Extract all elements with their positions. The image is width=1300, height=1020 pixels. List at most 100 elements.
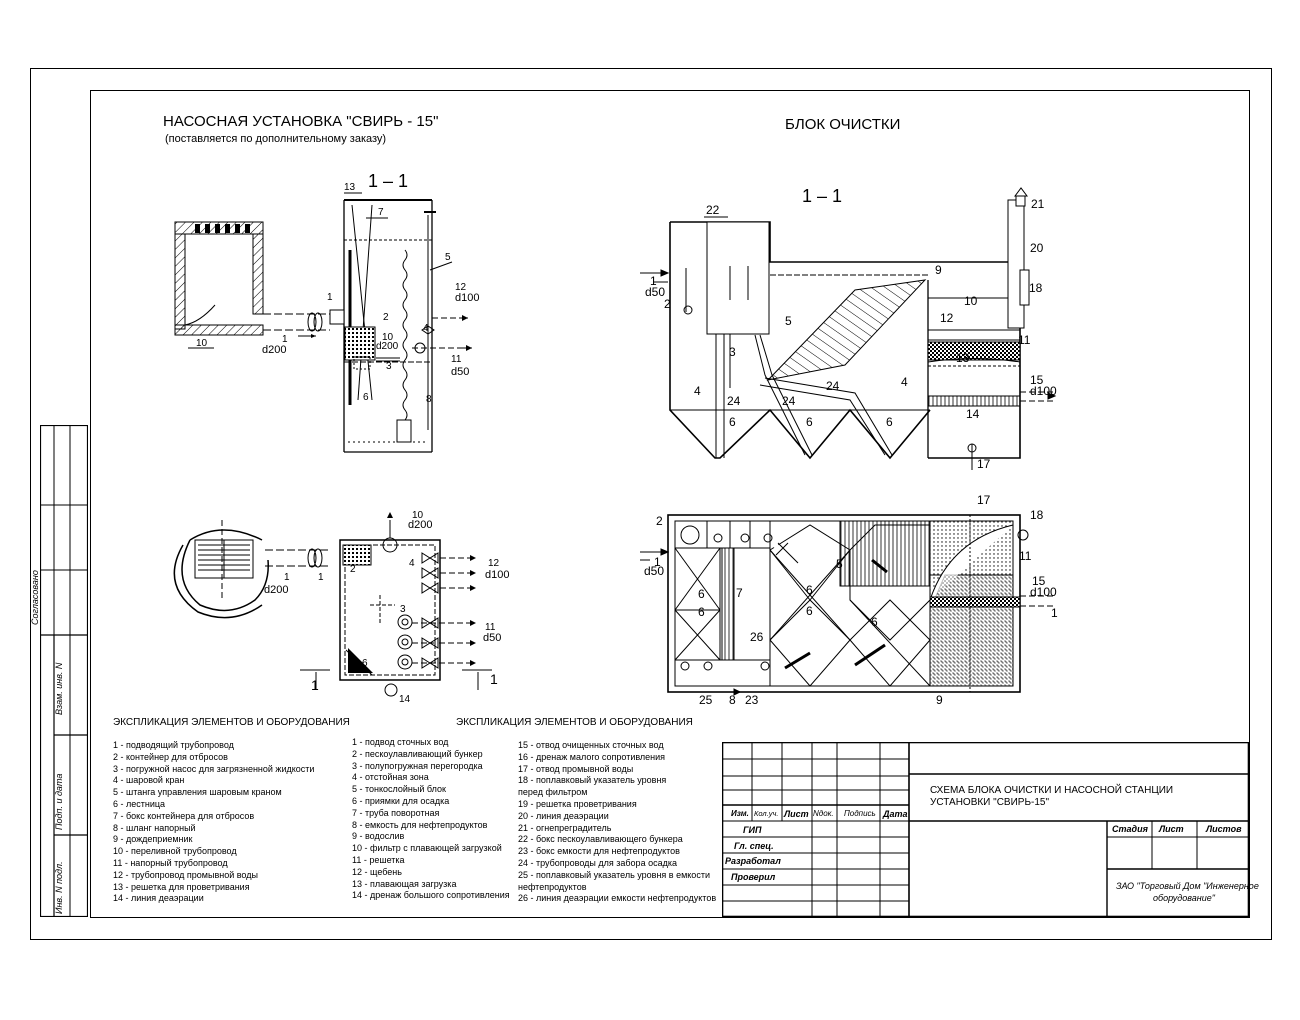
block-plan-label-25: 25 bbox=[699, 693, 713, 707]
stamp-col-podpis: Подпись bbox=[844, 809, 876, 818]
stamp-stadiya: Стадия bbox=[1112, 824, 1148, 834]
block-plan-label-1: 1 bbox=[654, 555, 661, 569]
block-plan-label-6-c: 6 bbox=[806, 583, 813, 597]
legend-item: 21 - огнепреградитель bbox=[518, 822, 612, 833]
block-plan-label-26: 26 bbox=[750, 630, 764, 644]
stamp-role-razrab: Разработал bbox=[725, 856, 781, 866]
pump-dim-d200-pipe: d200 bbox=[262, 344, 286, 356]
block-label-20: 20 bbox=[1030, 241, 1044, 255]
legend-item: 10 - фильтр с плавающей загрузкой bbox=[352, 843, 502, 854]
pump-subtitle: (поставляется по дополнительному заказу) bbox=[165, 133, 387, 145]
legend-item: 10 - переливной трубопровод bbox=[113, 846, 237, 857]
stamp-list: Лист bbox=[1159, 824, 1184, 834]
legend-item: 17 - отвод промывной воды bbox=[518, 763, 634, 774]
block-label-3: 3 bbox=[729, 345, 736, 359]
block-label-15-section: 15 bbox=[1030, 373, 1044, 387]
side-label-inv-replace: Взам. инв. N bbox=[54, 662, 64, 715]
block-plan-label-6-e: 6 bbox=[871, 615, 878, 629]
pump-label-8-section: 8 bbox=[426, 394, 432, 405]
pump-cut-right: 1 bbox=[490, 671, 498, 687]
block-legend-heading: ЭКСПЛИКАЦИЯ ЭЛЕМЕНТОВ И ОБОРУДОВАНИЯ bbox=[456, 717, 693, 728]
legend-item: 13 - плавающая загрузка bbox=[352, 878, 457, 889]
block-plan-label-5: 5 bbox=[836, 557, 843, 571]
pump-label-2-section: 2 bbox=[383, 312, 389, 323]
side-approval-column bbox=[40, 425, 88, 917]
title-block bbox=[722, 742, 1249, 917]
block-plan-label-9: 9 bbox=[936, 693, 943, 707]
block-section bbox=[640, 187, 1057, 470]
block-title: БЛОК ОЧИСТКИ bbox=[785, 116, 901, 133]
legend-item: 1 - подводящий трубопровод bbox=[113, 740, 234, 750]
legend-item: 4 - отстойная зона bbox=[352, 772, 429, 783]
block-label-21: 21 bbox=[1031, 197, 1045, 211]
legend-item: 6 - лестница bbox=[113, 798, 166, 809]
legend-item: 19 - решетка проветривания bbox=[518, 798, 637, 809]
legend-item: 5 - тонкослойный блок bbox=[352, 784, 446, 795]
block-plan-label-2: 2 bbox=[656, 514, 663, 528]
legend-item: 7 - бокс контейнера для отбросов bbox=[113, 810, 255, 821]
pump-label-13: 13 bbox=[344, 182, 356, 193]
pump-plan-label-1: 1 bbox=[284, 572, 290, 583]
block-plan-label-15: 15 bbox=[1032, 574, 1046, 588]
pump-plan-dim-d100: d100 bbox=[485, 569, 509, 581]
legend-item: 2 - пескоулавливающий бункер bbox=[352, 748, 483, 759]
pump-label-4-section: 4 bbox=[423, 323, 429, 334]
block-dim-d50-section: d50 bbox=[645, 285, 665, 299]
pump-tank bbox=[329, 199, 472, 453]
block-section-label: 1 – 1 bbox=[802, 186, 842, 206]
block-label-14: 14 bbox=[966, 407, 980, 421]
pump-plan bbox=[173, 512, 492, 697]
stamp-role-gl-spec: Гл. спец. bbox=[734, 841, 774, 851]
legend-item: 23 - бокс емкости для нефтепродуктов bbox=[518, 846, 680, 857]
block-label-4-right: 4 bbox=[901, 375, 908, 389]
legend-item: 22 - бокс пескоулавливающего бункера bbox=[518, 834, 683, 845]
pump-plan-label-2: 2 bbox=[350, 564, 356, 575]
pump-plan-dim-d200: d200 bbox=[408, 519, 432, 531]
sheet-border bbox=[30, 68, 1272, 940]
legend-item: 3 - погружной насос для загрязненной жид… bbox=[113, 763, 315, 774]
block-label-1-section: 1 bbox=[650, 274, 657, 288]
block-plan-label-8: 8 bbox=[729, 693, 736, 707]
block-label-4-left: 4 bbox=[694, 384, 701, 398]
block-plan-label-23: 23 bbox=[745, 693, 759, 707]
block-dim-d100-section: d100 bbox=[1030, 384, 1057, 398]
legend-item: 2 - контейнер для отбросов bbox=[113, 751, 228, 762]
legend-item: 9 - дождеприемник bbox=[113, 834, 193, 845]
drawing-frame bbox=[90, 90, 1250, 918]
stamp-company-line2: оборудование" bbox=[1153, 893, 1215, 903]
legend-item: 12 - трубопровод промывной воды bbox=[113, 869, 258, 880]
legend-item: 26 - линия деаэрации емкости нефтепродук… bbox=[518, 893, 717, 904]
cleaning-block-drawing: 1 – 1 22 21 bbox=[640, 186, 1058, 707]
block-label-10: 10 bbox=[964, 294, 978, 308]
block-label-6-b: 6 bbox=[806, 415, 813, 429]
block-plan-dim-d100: d100 bbox=[1030, 585, 1057, 599]
block-label-11-section: 11 bbox=[1018, 333, 1031, 347]
side-label-sign-date: Подп. и дата bbox=[54, 773, 64, 830]
block-plan-label-11: 11 bbox=[1019, 549, 1032, 563]
pump-label-12-section: 12 bbox=[455, 282, 467, 293]
legend-item: 4 - шаровой кран bbox=[113, 775, 185, 786]
block-plan-label-6-d: 6 bbox=[806, 604, 813, 618]
legend-item: 7 - труба поворотная bbox=[352, 807, 440, 818]
legend-item: 13 - решетка для проветривания bbox=[113, 881, 250, 892]
block-plan-label-7: 7 bbox=[736, 586, 743, 600]
legend-item: 6 - приямки для осадка bbox=[352, 795, 450, 806]
stamp-role-prover: Проверил bbox=[731, 872, 776, 882]
stamp-col-list: Лист bbox=[784, 809, 809, 819]
pump-plan-label-12: 12 bbox=[488, 558, 500, 569]
legend-item: 25 - поплавковый указатель уровня в емко… bbox=[518, 869, 710, 880]
legend-item: 5 - штанга управления шаровым краном bbox=[113, 787, 282, 798]
block-label-12: 12 bbox=[940, 311, 954, 325]
block-plan bbox=[640, 514, 1055, 696]
rain-inlet bbox=[174, 221, 264, 336]
pump-plan-label-14: 14 bbox=[399, 694, 411, 705]
block-label-6-c: 6 bbox=[886, 415, 893, 429]
legend-item: 15 - отвод очищенных сточных вод bbox=[518, 740, 664, 750]
legend-item: 8 - шланг напорный bbox=[113, 822, 196, 833]
stamp-role-gip: ГИП bbox=[743, 825, 762, 835]
legend-item: 18 - поплавковый указатель уровня bbox=[518, 775, 667, 786]
stamp-company-line1: ЗАО "Торговый Дом "Инженерное bbox=[1116, 881, 1259, 891]
legend-item: 9 - водослив bbox=[352, 831, 405, 842]
